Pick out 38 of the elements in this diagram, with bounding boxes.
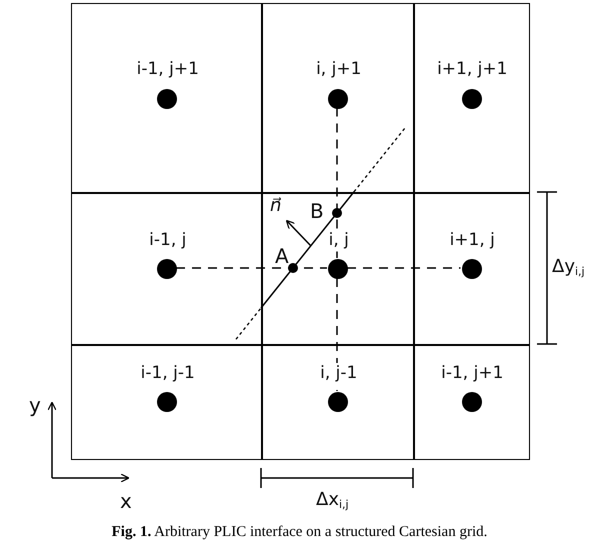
cell-label: i+1, j+1 xyxy=(436,59,508,80)
point-label: B xyxy=(310,201,324,221)
grid-cell xyxy=(71,3,262,194)
cell-label: i-1, j xyxy=(148,230,188,250)
grid-cell xyxy=(261,344,414,460)
cell-center-dot xyxy=(462,392,482,412)
cell-center-dot xyxy=(328,392,348,412)
point-label: A xyxy=(275,246,289,266)
grid-cell xyxy=(261,3,414,194)
grid-cell xyxy=(71,192,262,346)
dashed-connector xyxy=(347,267,460,269)
cell-label: i-1, j+1 xyxy=(440,362,504,383)
cell-label: i, j-1 xyxy=(319,362,358,383)
axis-label: x xyxy=(120,491,132,511)
cell-label: i, j xyxy=(328,230,350,250)
cell-center-dot xyxy=(328,88,348,108)
grid-cell xyxy=(413,344,530,460)
vector-label: n⃗ xyxy=(270,197,282,215)
cell-label: i-1, j+1 xyxy=(136,59,200,80)
grid-cell xyxy=(71,344,262,460)
cell-label: i+1, j xyxy=(448,230,496,250)
cell-label: i, j+1 xyxy=(315,59,362,80)
cell-label: i-1, j-1 xyxy=(140,362,196,383)
axis-label: y xyxy=(29,395,41,415)
cell-center-dot xyxy=(462,259,482,279)
dashed-connector xyxy=(336,108,338,258)
cell-center-dot xyxy=(328,259,348,279)
grid-cell xyxy=(413,192,530,346)
figure-caption: Fig. 1. Arbitrary PLIC interface on a structured Cartesian grid. xyxy=(112,524,488,540)
grid-cell xyxy=(261,192,414,346)
grid-cell xyxy=(413,3,530,194)
dashed-connector xyxy=(176,267,327,269)
cell-center-dot xyxy=(157,259,177,279)
cell-center-dot xyxy=(462,88,482,108)
dimension-label: Δx$_{i,j}$ xyxy=(316,491,349,510)
cell-center-dot xyxy=(157,392,177,412)
cell-center-dot xyxy=(157,88,177,108)
dimension-label: Δy$_{i,j}$ xyxy=(552,258,585,277)
